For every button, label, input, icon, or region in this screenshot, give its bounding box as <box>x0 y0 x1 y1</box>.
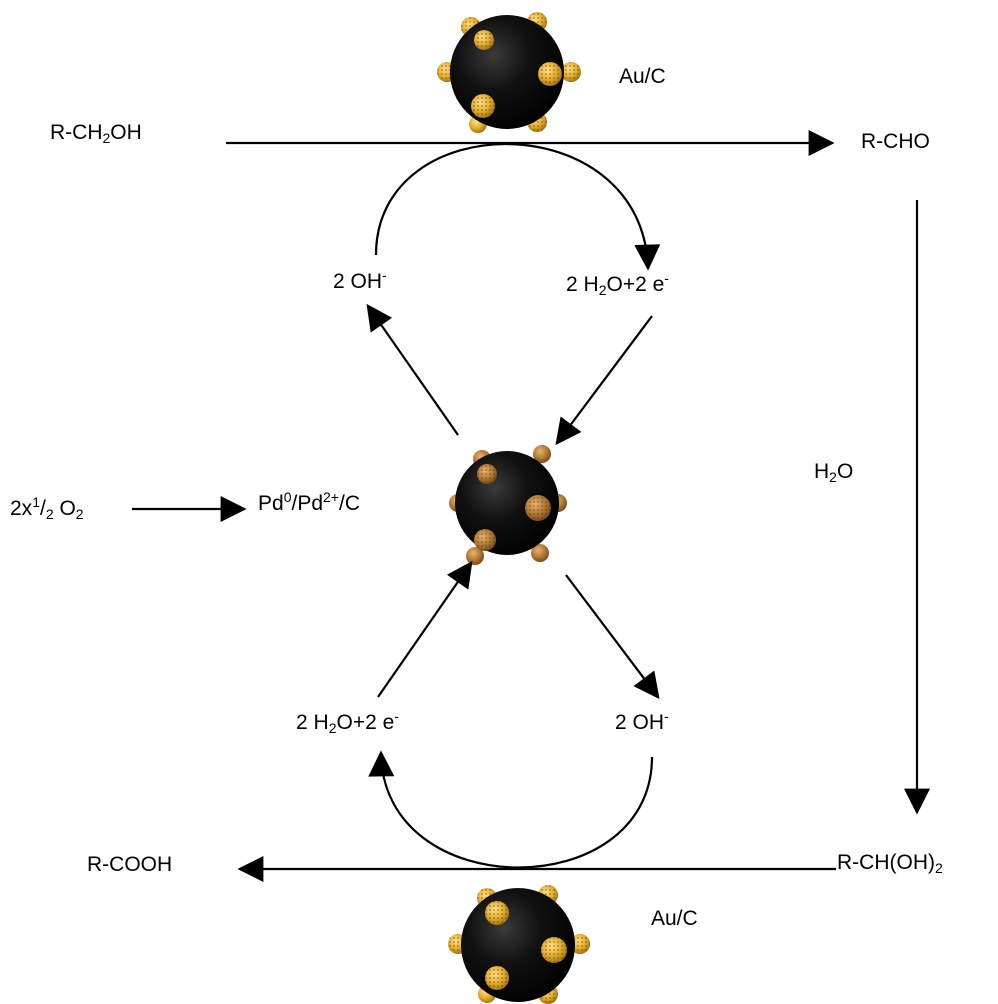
species-alcohol: R-CH2OH <box>50 121 142 146</box>
species-aldehyde: R-CHO <box>861 130 930 153</box>
species-gem-diol: R-CH(OH)2 <box>837 851 943 876</box>
arrow-upper-water-to-pd <box>555 315 653 446</box>
reagent-oxygen: 2x1/2 O2 <box>10 494 84 522</box>
au-catalyst-top <box>437 12 581 133</box>
arrow-pd-to-upper-hydroxide <box>366 303 459 436</box>
catalyst-label-bottom: Au/C <box>651 907 698 930</box>
lower-cycle-water-electrons: 2 H2O+2 e- <box>296 708 399 736</box>
reagent-water: H2O <box>814 460 854 485</box>
arrow-lower-water-to-pd <box>377 560 473 698</box>
upper-cycle-hydroxide: 2 OH- <box>333 267 387 293</box>
arrow-lower-cycle-arc <box>368 750 654 869</box>
arrow-upper-cycle-arc <box>374 143 661 271</box>
catalyst-label-top: Au/C <box>619 65 666 88</box>
au-catalyst-bottom <box>448 885 590 1004</box>
species-acid: R-COOH <box>87 853 173 876</box>
pd-catalyst-center <box>449 445 567 565</box>
upper-cycle-water-electrons: 2 H2O+2 e- <box>566 270 669 298</box>
lower-cycle-hydroxide: 2 OH- <box>615 708 669 734</box>
catalyst-label-center: Pd0/Pd2+/C <box>258 489 360 515</box>
arrow-pd-to-lower-hydroxide <box>565 574 660 700</box>
